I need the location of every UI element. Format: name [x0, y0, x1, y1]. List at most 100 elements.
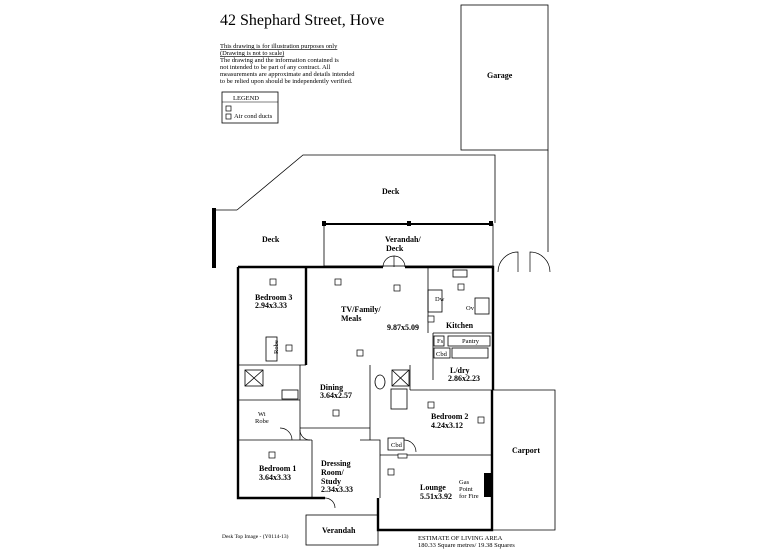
room-label-fs: Fs [437, 338, 444, 345]
post [407, 221, 411, 226]
room-label-carport: Carport [512, 446, 540, 455]
post [489, 221, 493, 226]
shower-cross [244, 369, 264, 387]
living-area-value: 180.33 Square metres/ 19.38 Squares [418, 542, 515, 549]
room-label-dressing-2: Room/ [321, 468, 344, 477]
disclaimer-line: This drawing is for illustration purpose… [220, 43, 338, 50]
cooktop-icon [474, 297, 490, 315]
room-label-ov: Ov [466, 305, 475, 312]
shower-icon [391, 369, 410, 387]
room-label-bedroom3: Bedroom 3 [255, 293, 292, 302]
gas-point-text: Point [459, 486, 473, 493]
room-dim-dressing: 2.34x3.33 [321, 485, 353, 494]
verandah-outline [305, 514, 379, 546]
room-label-wi: Wi [258, 411, 266, 418]
air-cond-duct-icon [427, 401, 435, 409]
door-arc [279, 427, 293, 441]
room-label-study: Study [321, 477, 341, 486]
disclaimer-line: measurements are approximate and details… [220, 71, 355, 78]
room-label-tv-family: TV/Family/ [341, 305, 381, 314]
room-label-verandah: Verandah [322, 526, 356, 535]
air-cond-duct-icon [457, 283, 465, 291]
air-cond-duct-icon [477, 416, 485, 424]
fridge-space [433, 335, 445, 347]
bath-icon [390, 388, 408, 410]
laundry-bench [451, 347, 489, 359]
garage-side-door [497, 251, 519, 273]
air-cond-duct-icon [387, 468, 395, 476]
fireplace-icon [484, 473, 491, 497]
air-cond-duct-icon [269, 278, 277, 286]
garage-side-door [529, 251, 551, 273]
room-label-garage: Garage [487, 71, 513, 80]
door-arc [299, 429, 311, 441]
disclaimer-line: not intended to be part of any contract.… [220, 64, 330, 71]
living-area-title: ESTIMATE OF LIVING AREA [418, 535, 503, 542]
image-reference: Desk Top Image - (Y0114-13) [222, 533, 289, 540]
gas-point-text: Gas [459, 479, 470, 486]
room-dim-lounge: 5.51x3.92 [420, 492, 452, 501]
room-label-meals: Meals [341, 314, 361, 323]
room-dim-bedroom2: 4.24x3.12 [431, 421, 463, 430]
legend: LEGEND Air cond ducts [221, 91, 279, 124]
disclaimer-line: (Drawing is not to scale) [220, 50, 284, 57]
room-label-bedroom2: Bedroom 2 [431, 412, 468, 421]
air-cond-ducts [268, 278, 485, 476]
room-label-cbd-bed2: Cbd [391, 442, 403, 449]
gas-point-text: for Fire [459, 493, 479, 500]
patio-door [382, 255, 395, 268]
air-cond-duct-icon [356, 349, 364, 357]
toilet-icon [374, 374, 386, 390]
air-cond-duct-icon [427, 315, 435, 323]
room-label-deck: Deck [382, 187, 400, 196]
deck-wall [212, 208, 216, 268]
room-dim-dining: 3.64x2.57 [320, 391, 352, 400]
deck-outline [236, 154, 496, 223]
sink-icon [452, 269, 468, 278]
legend-item: Air cond ducts [234, 113, 273, 120]
shower-icon [244, 369, 264, 387]
door-arc [403, 439, 417, 453]
room-label-pantry: Pantry [462, 338, 480, 345]
door-arc [324, 497, 336, 509]
verandah-deck-outline [323, 223, 494, 267]
air-cond-duct-icon [268, 451, 276, 459]
outer-walls [236, 265, 495, 532]
room-label-cbd: Cbd [436, 351, 448, 358]
room-label-dining: Dining [320, 383, 343, 392]
carport-outline [492, 389, 556, 531]
air-cond-duct-icon [334, 278, 342, 286]
garage-outline [460, 4, 549, 151]
room-label-deck-left: Deck [262, 235, 280, 244]
robe [265, 336, 278, 362]
pantry [447, 335, 491, 347]
bedroom2-cupboard [387, 437, 405, 451]
room-label-bedroom1: Bedroom 1 [259, 464, 296, 473]
room-dim-ldry: 2.86x2.23 [448, 374, 480, 383]
room-label-kitchen: Kitchen [446, 321, 474, 330]
room-label-robe: Robe [273, 340, 280, 354]
disclaimer-line: to be relied upon should be independentl… [220, 78, 353, 85]
page-title: 42 Shephard Street, Hove [220, 12, 384, 29]
room-label-dw: Dw [435, 296, 445, 303]
shower-cross [391, 369, 410, 387]
air-cond-duct-icon [225, 113, 232, 120]
room-label-ldry: L/dry [450, 366, 470, 375]
air-cond-duct-icon [225, 105, 232, 112]
room-label-dressing: Dressing [321, 459, 351, 468]
laundry-cupboard [433, 347, 451, 359]
air-cond-duct-icon [285, 344, 293, 352]
dishwasher [427, 289, 443, 313]
post [322, 221, 326, 226]
air-cond-duct-icon [332, 409, 340, 417]
air-cond-duct-icon [393, 284, 401, 292]
vanity-icon [281, 389, 299, 400]
room-label-lounge: Lounge [420, 483, 446, 492]
interior-walls [238, 268, 493, 498]
room-dim-tv-family: 9.87x5.09 [387, 323, 419, 332]
disclaimer-line: The drawing and the information containe… [220, 57, 339, 64]
patio-door [393, 255, 406, 268]
disclaimer: This drawing is for illustration purpose… [220, 43, 355, 85]
room-label-verandah-deck: Verandah/ [385, 235, 421, 244]
